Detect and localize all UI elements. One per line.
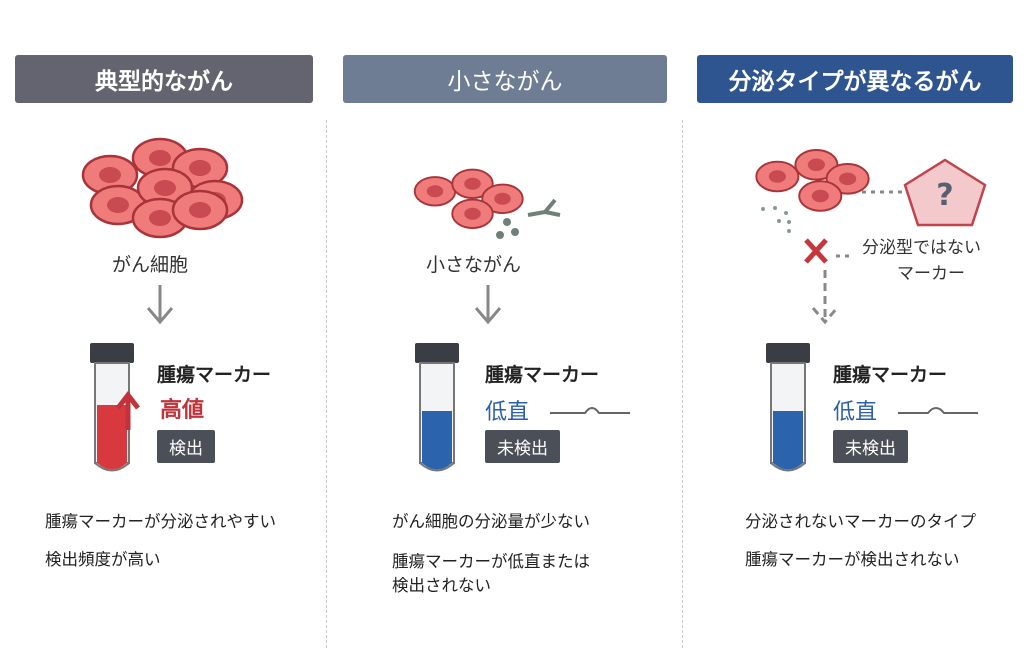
marker-value: 高値 [160, 398, 205, 423]
arrow-up-icon [116, 390, 140, 430]
flat-signal-icon [898, 407, 978, 414]
note-line: マーカー [897, 264, 965, 284]
cross-icon [804, 238, 828, 264]
test-tube-low-icon [414, 342, 460, 472]
marker-value: 低直 [485, 400, 530, 425]
status-badge: 未検出 [833, 430, 908, 463]
marker-label: 腫瘍マーカー [485, 364, 600, 386]
description-line: 腫瘍マーカーが分泌されやすい [45, 512, 276, 531]
cell-label: がん細胞 [112, 254, 189, 276]
column-divider [682, 120, 683, 648]
header-small-cancer: 小さながん [343, 55, 667, 103]
arrow-down-icon [146, 285, 174, 325]
column-divider [326, 120, 327, 648]
description-line: 検出されない [392, 576, 491, 595]
marker-label: 腫瘍マーカー [157, 364, 272, 386]
svg-text:?: ? [936, 178, 953, 213]
description-line: 検出頻度が高い [45, 550, 161, 569]
unknown-marker-icon: ? [903, 158, 987, 227]
cancer-cells-icon [81, 137, 244, 239]
description-line: 腫瘍マーカーが検出されない [745, 550, 960, 569]
marker-value: 低直 [833, 400, 878, 425]
cell-label: 小さながん [426, 254, 522, 276]
header-typical-cancer: 典型的ながん [15, 55, 313, 103]
antibody-icon [496, 198, 561, 239]
note-line: 分泌型ではない [862, 238, 981, 258]
cancer-cells-icon [755, 149, 870, 212]
flat-signal-icon [550, 407, 630, 414]
description-line: がん細胞の分泌量が少ない [392, 512, 590, 531]
test-tube-low-icon [765, 342, 811, 472]
marker-label: 腫瘍マーカー [833, 364, 948, 386]
status-badge: 検出 [157, 430, 215, 463]
description-line: 腫瘍マーカーが低直または [392, 552, 590, 571]
test-tube-high-icon [89, 342, 135, 472]
arrow-down-icon [474, 285, 502, 325]
arrow-down-icon [811, 270, 839, 325]
description-line: 分泌されないマーカーのタイプ [745, 512, 976, 531]
status-badge: 未検出 [485, 430, 560, 463]
header-different-secretion: 分泌タイプが異なるがん [697, 55, 1013, 103]
